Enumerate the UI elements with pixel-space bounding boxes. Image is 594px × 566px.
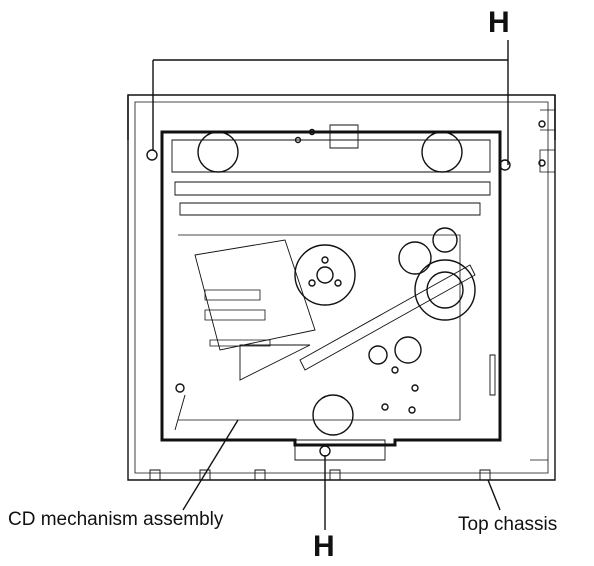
label-leader-lines [182,419,501,530]
screw-callout-bottom: H [313,530,335,563]
cd-mechanism-label: CD mechanism assembly [8,509,224,530]
top-chassis [127,94,556,481]
cd-mechanism-assembly [146,124,511,461]
screw-callout-top: H [488,6,510,39]
screw-leader-lines [152,40,509,165]
top-chassis-label: Top chassis [458,514,558,535]
